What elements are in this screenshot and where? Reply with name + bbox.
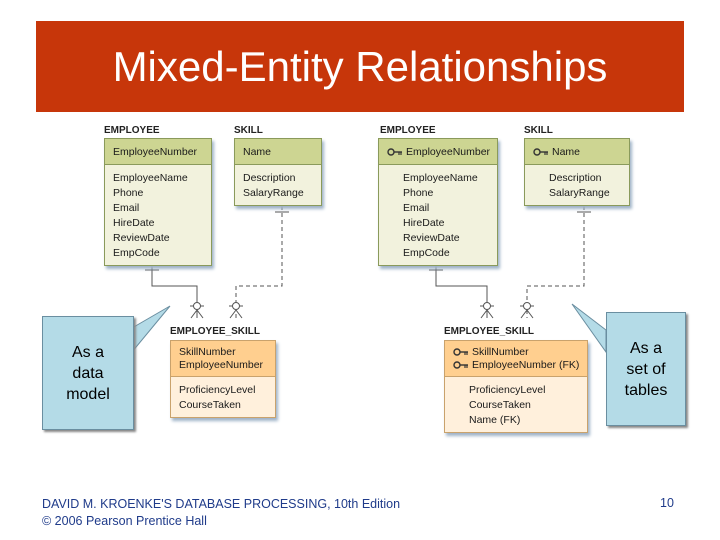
right-skill-entity: Name Description SalaryRange	[524, 138, 630, 206]
slide-title: Mixed-Entity Relationships	[112, 43, 608, 90]
right-skill-link	[526, 206, 585, 318]
key-attribute: Name	[552, 145, 581, 158]
right-employee-skill-label: EMPLOYEE_SKILL	[444, 326, 535, 337]
right-employee-skill-key: SkillNumber EmployeeNumber (FK)	[445, 341, 587, 377]
key-icon	[453, 348, 468, 356]
attribute: HireDate	[113, 216, 155, 229]
footer: DAVID M. KROENKE'S DATABASE PROCESSING, …	[42, 496, 400, 530]
left-employee-skill-label: EMPLOYEE_SKILL	[170, 326, 261, 337]
attribute: Phone	[113, 186, 144, 199]
key-icon	[533, 147, 548, 156]
right-employee-attrs: EmployeeName Phone Email HireDate Review…	[379, 165, 497, 265]
attribute: Description	[243, 171, 296, 184]
right-skill-label: SKILL	[524, 125, 553, 136]
left-employee-label: EMPLOYEE	[104, 125, 160, 136]
attribute: HireDate	[403, 216, 445, 229]
attribute: Email	[403, 201, 430, 214]
left-employee-entity: EmployeeNumber EmployeeName Phone Email …	[104, 138, 212, 266]
data-model-callout: As a data model	[42, 316, 134, 430]
attribute: ReviewDate	[113, 231, 170, 244]
attribute: CourseTaken	[179, 398, 241, 411]
attribute: Name (FK)	[469, 413, 521, 426]
key-attribute: Name	[243, 145, 272, 158]
left-employee-attrs: EmployeeName Phone Email HireDate Review…	[105, 165, 211, 265]
right-employee-link	[429, 262, 494, 319]
page-number: 10	[660, 496, 674, 510]
right-skill-attrs: Description SalaryRange	[525, 165, 629, 205]
key-attribute: EmployeeNumber	[179, 359, 264, 371]
attribute: EmpCode	[113, 246, 160, 259]
left-callout-pointer	[131, 305, 171, 354]
title-bar: Mixed-Entity Relationships	[36, 21, 684, 112]
attribute: Description	[549, 171, 602, 184]
attribute: ReviewDate	[403, 231, 460, 244]
right-employee-entity: EmployeeNumber EmployeeName Phone Email …	[378, 138, 498, 266]
left-employee-skill-key: SkillNumber EmployeeNumber	[171, 341, 275, 377]
left-employee-link	[145, 262, 204, 319]
callout-line: As a	[71, 343, 104, 361]
attribute: EmployeeName	[113, 171, 188, 184]
attribute: ProficiencyLevel	[469, 383, 546, 396]
left-skill-key: Name	[235, 139, 321, 165]
key-attribute: SkillNumber	[472, 346, 529, 358]
left-employee-skill-entity: SkillNumber EmployeeNumber ProficiencyLe…	[170, 340, 276, 418]
left-employee-skill-attrs: ProficiencyLevel CourseTaken	[171, 377, 275, 417]
left-skill-attrs: Description SalaryRange	[235, 165, 321, 205]
attribute: Email	[113, 201, 140, 214]
right-employee-label: EMPLOYEE	[380, 125, 436, 136]
attribute: SalaryRange	[549, 186, 610, 199]
callout-line: tables	[624, 381, 668, 399]
callout-line: set of	[626, 360, 666, 378]
left-skill-label: SKILL	[234, 125, 263, 136]
left-skill-entity: Name Description SalaryRange	[234, 138, 322, 206]
attribute: SalaryRange	[243, 186, 304, 199]
callout-line: As a	[629, 339, 662, 357]
key-attribute: SkillNumber	[179, 346, 236, 358]
footer-citation: DAVID M. KROENKE'S DATABASE PROCESSING, …	[42, 497, 401, 511]
left-employee-key: EmployeeNumber	[105, 139, 211, 165]
right-employee-skill-attrs: ProficiencyLevel CourseTaken Name (FK)	[445, 377, 587, 432]
attribute: ProficiencyLevel	[179, 383, 256, 396]
right-skill-key: Name	[525, 139, 629, 165]
key-icon	[453, 361, 468, 369]
right-employee-skill-entity: SkillNumber EmployeeNumber (FK) Proficie…	[444, 340, 588, 433]
callout-line: model	[66, 385, 110, 403]
left-skill-link	[235, 206, 283, 318]
key-attribute: EmployeeNumber (FK)	[472, 359, 580, 371]
key-attribute: EmployeeNumber	[406, 145, 491, 158]
attribute: EmployeeName	[403, 171, 478, 184]
callout-line: data	[72, 364, 104, 382]
right-employee-key: EmployeeNumber	[379, 139, 497, 165]
attribute: CourseTaken	[469, 398, 531, 411]
footer-copyright: © 2006 Pearson Prentice Hall	[42, 514, 207, 528]
attribute: EmpCode	[403, 246, 450, 259]
set-of-tables-callout: As a set of tables	[606, 312, 686, 426]
key-icon	[387, 147, 402, 156]
attribute: Phone	[403, 186, 434, 199]
key-attribute: EmployeeNumber	[113, 145, 198, 158]
